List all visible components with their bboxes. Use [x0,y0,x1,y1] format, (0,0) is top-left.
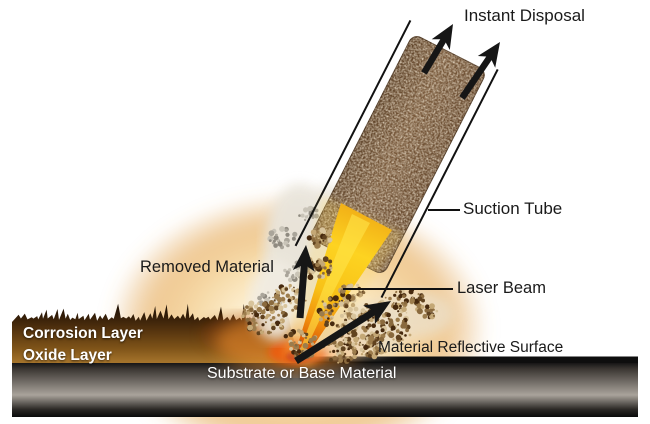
suction-tube-label: Suction Tube [463,199,563,218]
material-reflective-surface-label: Material Reflective Surface [378,339,564,356]
removed-material-label: Removed Material [140,258,274,276]
instant-disposal-label: Instant Disposal [464,6,585,25]
laser-beam-label: Laser Beam [457,279,546,297]
removed-material-arrow [292,245,315,319]
oxide-layer-label: Oxide Layer [23,347,112,364]
corrosion-layer-label: Corrosion Layer [23,325,143,342]
reflection-arrow [294,301,391,364]
flow-arrows [292,24,500,364]
substrate-label: Substrate or Base Material [207,365,397,382]
disposal-arrow-1 [421,24,453,75]
disposal-arrow-2 [459,42,500,100]
